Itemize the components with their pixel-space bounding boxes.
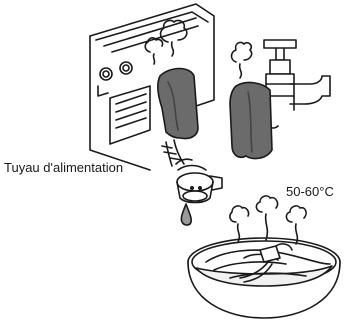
hose-label: Tuyau d'alimentation — [4, 160, 123, 175]
water-drop-icon — [181, 204, 191, 225]
inlet-hose — [162, 140, 222, 203]
steam-faucet-icon — [232, 42, 252, 78]
steam-bowl-center-icon — [256, 196, 277, 240]
faucet — [264, 40, 330, 128]
knob-right-icon — [120, 62, 132, 74]
knob-left-icon — [100, 68, 112, 80]
steam-bowl-right-icon — [286, 206, 306, 244]
temperature-label: 50-60°C — [286, 184, 334, 199]
steam-bowl-left-icon — [230, 206, 249, 242]
